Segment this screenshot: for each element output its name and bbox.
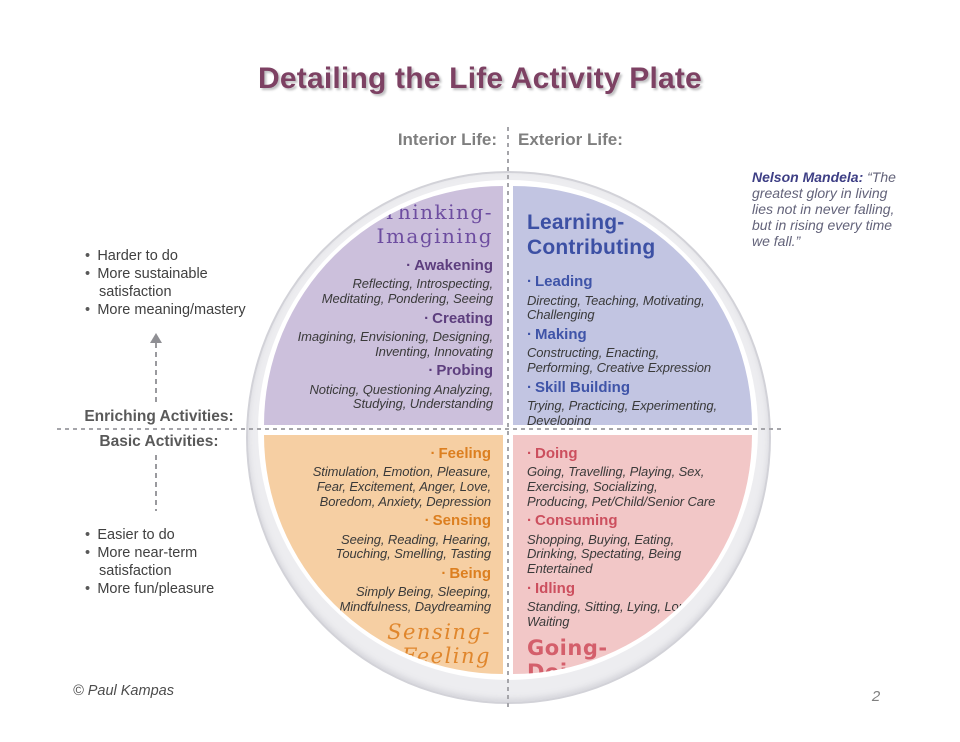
activity-heading: Creating <box>294 307 493 330</box>
list-item: More fun/pleasure <box>85 580 263 598</box>
enriching-activities-label: Enriching Activities: <box>84 408 234 425</box>
activity-heading: Skill Building <box>527 376 722 399</box>
page-number: 2 <box>871 688 881 705</box>
quadrant-title-line: Thinking- <box>383 200 493 224</box>
list-item: More sustainable satisfaction <box>85 265 263 301</box>
activity-heading: Probing <box>294 359 493 382</box>
activity-examples: Reflecting, Introspecting, Meditating, P… <box>321 276 493 306</box>
activity-heading: Awakening <box>294 254 493 277</box>
list-item: More near-term satisfaction <box>85 544 263 580</box>
up-arrow-icon <box>150 333 162 343</box>
list-item: More meaning/mastery <box>85 301 263 319</box>
activity-examples: Stimulation, Emotion, Pleasure, Fear, Ex… <box>312 464 491 509</box>
activity-examples: Imagining, Envisioning, Designing, Inven… <box>297 328 493 359</box>
quadrant-title-line: Contributing <box>527 236 656 260</box>
quote-attribution: Nelson Mandela: <box>752 169 864 185</box>
quadrant-sensing-feeling: Feeling Stimulation, Emotion, Pleasure, … <box>264 435 503 674</box>
quadrant-title-line: Going- <box>527 636 608 661</box>
page-title: Detailing the Life Activity Plate <box>258 62 702 95</box>
interior-life-label: Interior Life: <box>397 130 497 149</box>
activity-heading: Being <box>294 562 491 585</box>
activity-examples: Going, Travelling, Playing, Sex, Exercis… <box>527 464 716 509</box>
basic-traits-list: Easier to do More near-term satisfaction… <box>85 526 263 599</box>
quadrant-title-learning-contributing: Learning- Contributing <box>527 210 722 260</box>
mandela-quote: Nelson Mandela: “The greatest glory in l… <box>752 169 912 249</box>
copyright-notice: © Paul Kampas <box>73 683 174 699</box>
quadrant-title-line: Sensing- <box>387 619 491 644</box>
enriching-basic-divider-line <box>57 428 783 430</box>
activity-heading: Feeling <box>294 442 491 465</box>
life-activity-plate: Thinking- Imagining Awakening Reflecting… <box>264 186 752 674</box>
activity-examples: Constructing, Enacting, Performing, Crea… <box>527 345 712 375</box>
exterior-life-label: Exterior Life: <box>518 130 623 149</box>
activity-examples: Standing, Sitting, Lying, Lounging, Wait… <box>527 598 721 629</box>
list-item: Easier to do <box>85 526 263 544</box>
activity-examples: Directing, Teaching, Motivating, Challen… <box>527 292 705 323</box>
quadrant-title-line: Doing <box>527 660 599 674</box>
activity-examples: Simply Being, Sleeping, Mindfulness, Day… <box>339 584 491 614</box>
list-item: Harder to do <box>85 247 263 265</box>
quadrant-title-line: Feeling <box>401 643 491 668</box>
quadrant-title-sensing-feeling: Sensing- Feeling <box>294 620 491 668</box>
quadrant-title-thinking-imagining: Thinking- Imagining <box>294 200 493 248</box>
basic-dashed-line <box>155 455 157 511</box>
basic-activities-label: Basic Activities: <box>99 433 219 450</box>
activity-examples: Trying, Practicing, Experimenting, Devel… <box>527 397 717 425</box>
activity-heading: Making <box>527 323 722 346</box>
activity-examples: Shopping, Buying, Eating, Drinking, Spec… <box>527 531 682 576</box>
quadrant-thinking-imagining: Thinking- Imagining Awakening Reflecting… <box>264 186 503 425</box>
activity-examples: Noticing, Questioning Analyzing, Studyin… <box>309 381 494 412</box>
up-arrow-dashed-shaft <box>155 343 157 405</box>
quadrant-learning-contributing: Learning- Contributing Leading Directing… <box>513 186 752 425</box>
quadrant-title-line: Imagining <box>376 224 493 248</box>
activity-examples: Seeing, Reading, Hearing, Touching, Smel… <box>335 531 491 562</box>
activity-heading: Idling <box>527 577 722 600</box>
quadrant-title-line: Learning- <box>527 211 625 234</box>
interior-exterior-divider-line <box>507 127 509 707</box>
activity-heading: Consuming <box>527 509 722 532</box>
quadrant-title-going-doing: Going- Doing <box>527 636 722 674</box>
enriching-traits-list: Harder to do More sustainable satisfacti… <box>85 247 263 320</box>
quote-text: “The greatest glory in living lies not i… <box>752 169 896 250</box>
quadrant-going-doing: Doing Going, Travelling, Playing, Sex, E… <box>513 435 752 674</box>
activity-heading: Doing <box>527 442 722 465</box>
activity-heading: Sensing <box>294 509 491 532</box>
activity-heading: Leading <box>527 270 722 293</box>
